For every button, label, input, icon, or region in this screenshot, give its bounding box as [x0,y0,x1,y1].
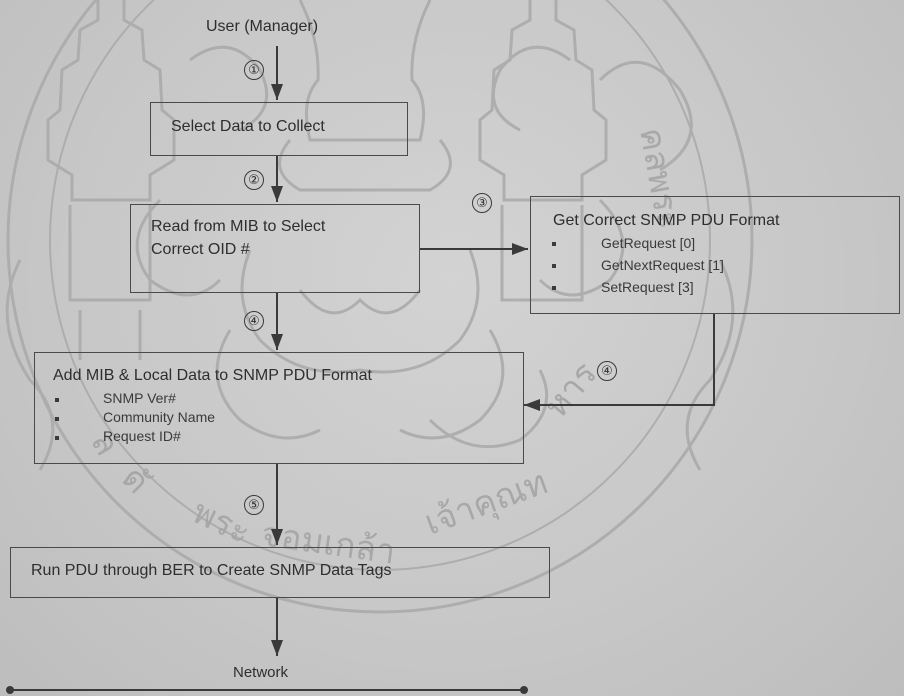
pdu-format-item-getrequest: GetRequest [0] [601,235,696,251]
read-mib-line2: Correct OID # [151,241,250,258]
network-label: Network [233,664,289,681]
network-node-left [6,686,14,694]
add-mib-data-title: Add MIB & Local Data to SNMP PDU Format [53,367,372,384]
bullet-icon [552,242,556,246]
bullet-icon [552,286,556,290]
bullet-icon [55,417,59,421]
run-ber-label: Run PDU through BER to Create SNMP Data … [31,562,392,579]
user-manager-label: User (Manager) [206,18,319,35]
add-item-request-id: Request ID# [103,428,181,444]
read-mib-line1: Read from MIB to Select [151,218,326,235]
add-item-snmp-ver: SNMP Ver# [103,390,176,406]
add-mib-data-box: Add MIB & Local Data to SNMP PDU Format … [34,352,524,464]
arrow-format-to-add [524,314,715,411]
step-4-marker-left: ④ [244,311,264,331]
select-data-box: Select Data to Collect [150,102,408,156]
pdu-format-item-setrequest: SetRequest [3] [601,279,694,295]
step-1-marker: ① [244,60,264,80]
pdu-format-box: Get Correct SNMP PDU Format GetRequest [… [530,196,900,314]
bullet-icon [552,264,556,268]
network-node-right [520,686,528,694]
read-mib-box: Read from MIB to Select Correct OID # [130,204,420,293]
run-ber-box: Run PDU through BER to Create SNMP Data … [10,547,550,598]
step-2-marker: ② [244,170,264,190]
step-5-marker: ⑤ [244,495,264,515]
pdu-format-item-getnextrequest: GetNextRequest [1] [601,257,724,273]
bullet-icon [55,398,59,402]
add-item-community-name: Community Name [103,409,216,425]
select-data-label: Select Data to Collect [171,118,325,135]
pdu-format-title: Get Correct SNMP PDU Format [553,212,780,229]
bullet-icon [55,436,59,440]
step-3-marker: ③ [472,193,492,213]
step-4-marker-right: ④ [597,361,617,381]
